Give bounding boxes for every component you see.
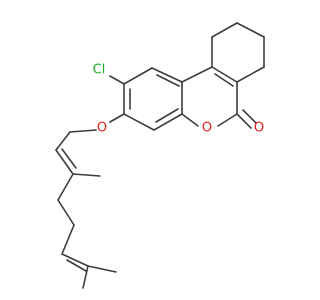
bond [181,66,213,83]
bond [55,149,74,175]
bond [57,199,75,226]
bond [236,113,252,129]
bond [72,173,101,177]
bond-layer [55,22,265,289]
bond [214,73,234,87]
atom-label-cl: Cl [93,63,106,78]
bond [109,113,125,123]
bond [211,22,238,38]
structure-drawing: Cl O O O [55,22,265,289]
bond [61,148,77,169]
bond [123,113,155,131]
atom-layer: Cl O O O [93,63,264,136]
ether-oxygen-atom: O [97,121,107,136]
bond [109,75,125,85]
bond [236,22,265,38]
bond [242,109,257,124]
bond [236,66,265,83]
carbonyl-oxygen-atom: O [254,121,264,136]
atom-label-ether-o: O [97,121,107,136]
atom-label-carbonyl-o: O [254,121,264,136]
bond [87,265,117,273]
bond [181,113,199,127]
bond [153,113,183,131]
bond [156,74,180,87]
bond [61,253,89,267]
bond [155,108,179,123]
bond [69,129,97,133]
bond [66,259,87,272]
chlorine-atom: Cl [93,63,106,78]
atom-label-ring-o: O [202,121,212,136]
bond [57,173,74,201]
ring-oxygen-atom: O [202,121,212,136]
bond [61,224,75,255]
bond [211,66,238,83]
bond [82,265,89,289]
bond [217,113,238,127]
bond [55,131,71,151]
bond [151,67,183,83]
bond [123,67,153,85]
